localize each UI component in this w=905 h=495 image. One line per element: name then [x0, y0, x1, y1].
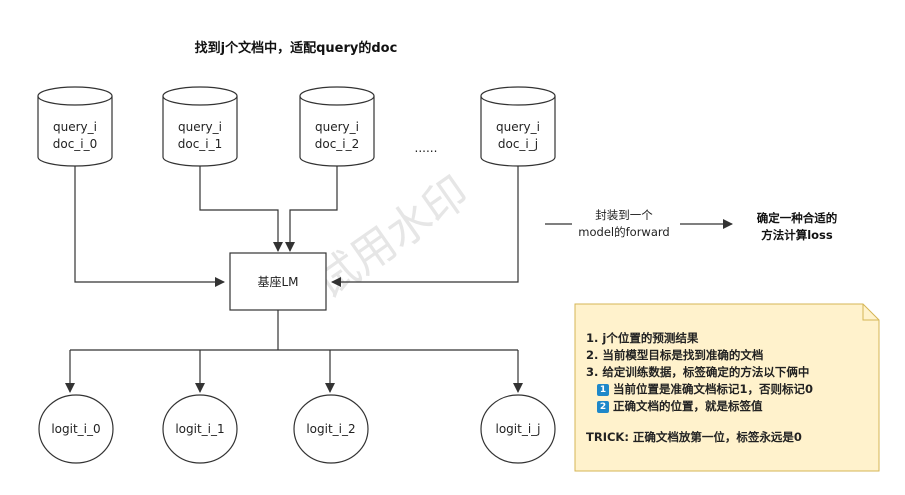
logit-0-label: logit_i_0 — [51, 422, 100, 436]
doc-j-query-label: query_i — [496, 120, 540, 134]
base-lm-label: 基座LM — [257, 274, 298, 289]
logit-2-label: logit_i_2 — [306, 422, 355, 436]
doc-cylinder-j[interactable]: query_i doc_i_j — [480, 86, 556, 167]
sticky-note[interactable] — [574, 303, 880, 472]
edge-doc0-to-lm — [74, 166, 225, 287]
note-line-1: 1. j个位置的预测结果 — [586, 331, 699, 345]
base-lm-box[interactable]: 基座LM — [229, 252, 327, 311]
diagram-title: 找到j个文档中，适配query的doc — [195, 40, 398, 56]
note-sub-2-text: 正确文档的位置，就是标签值 — [613, 399, 763, 413]
logit-node-1[interactable]: logit_i_1 — [162, 394, 238, 464]
note-trick: TRICK: 正确文档放第一位，标签永远是0 — [586, 430, 802, 444]
doc-0-doc-label: doc_i_0 — [53, 137, 98, 151]
wrap-label-line2: model的forward — [578, 225, 669, 239]
docs-ellipsis: ...... — [415, 141, 438, 155]
result-line1: 确定一种合适的 — [757, 211, 838, 225]
doc-1-doc-label: doc_i_1 — [178, 137, 223, 151]
logit-1-label: logit_i_1 — [175, 422, 224, 436]
wrap-label-line1: 封装到一个 — [595, 208, 653, 222]
note-line-3: 3. 给定训练数据，标签确定的方法以下俩中 — [586, 365, 810, 379]
wrap-forward-arrow: 封装到一个 model的forward — [545, 208, 733, 239]
doc-0-query-label: query_i — [53, 120, 97, 134]
number-one-icon: 1 — [597, 384, 609, 396]
logit-node-j[interactable]: logit_i_j — [480, 394, 556, 464]
doc-cylinder-1[interactable]: query_i doc_i_1 — [162, 86, 238, 167]
logit-node-0[interactable]: logit_i_0 — [38, 394, 114, 464]
logit-j-label: logit_i_j — [496, 422, 541, 436]
edge-doc1-to-lm — [199, 166, 283, 252]
doc-j-doc-label: doc_i_j — [498, 137, 538, 151]
doc-2-doc-label: doc_i_2 — [315, 137, 360, 151]
note-sub-1: 1 当前位置是准确文档标记1，否则标记0 — [586, 381, 876, 398]
watermark: 试用水印 — [305, 167, 478, 310]
note-line-2: 2. 当前模型目标是找到准确的文档 — [586, 348, 764, 362]
doc-2-query-label: query_i — [315, 120, 359, 134]
note-sub-1-text: 当前位置是准确文档标记1，否则标记0 — [613, 382, 814, 396]
doc-cylinder-2[interactable]: query_i doc_i_2 — [299, 86, 375, 167]
number-two-icon: 2 — [597, 401, 609, 413]
result-line2: 方法计算loss — [761, 228, 833, 242]
logit-node-2[interactable]: logit_i_2 — [293, 394, 369, 464]
note-sub-2: 2 正确文档的位置，就是标签值 — [586, 398, 876, 415]
edge-docj-to-lm — [331, 166, 519, 287]
note-content: 1. j个位置的预测结果 2. 当前模型目标是找到准确的文档 3. 给定训练数据… — [586, 330, 876, 446]
edge-doc2-to-lm — [285, 166, 338, 252]
doc-1-query-label: query_i — [178, 120, 222, 134]
doc-cylinder-0[interactable]: query_i doc_i_0 — [37, 86, 113, 167]
